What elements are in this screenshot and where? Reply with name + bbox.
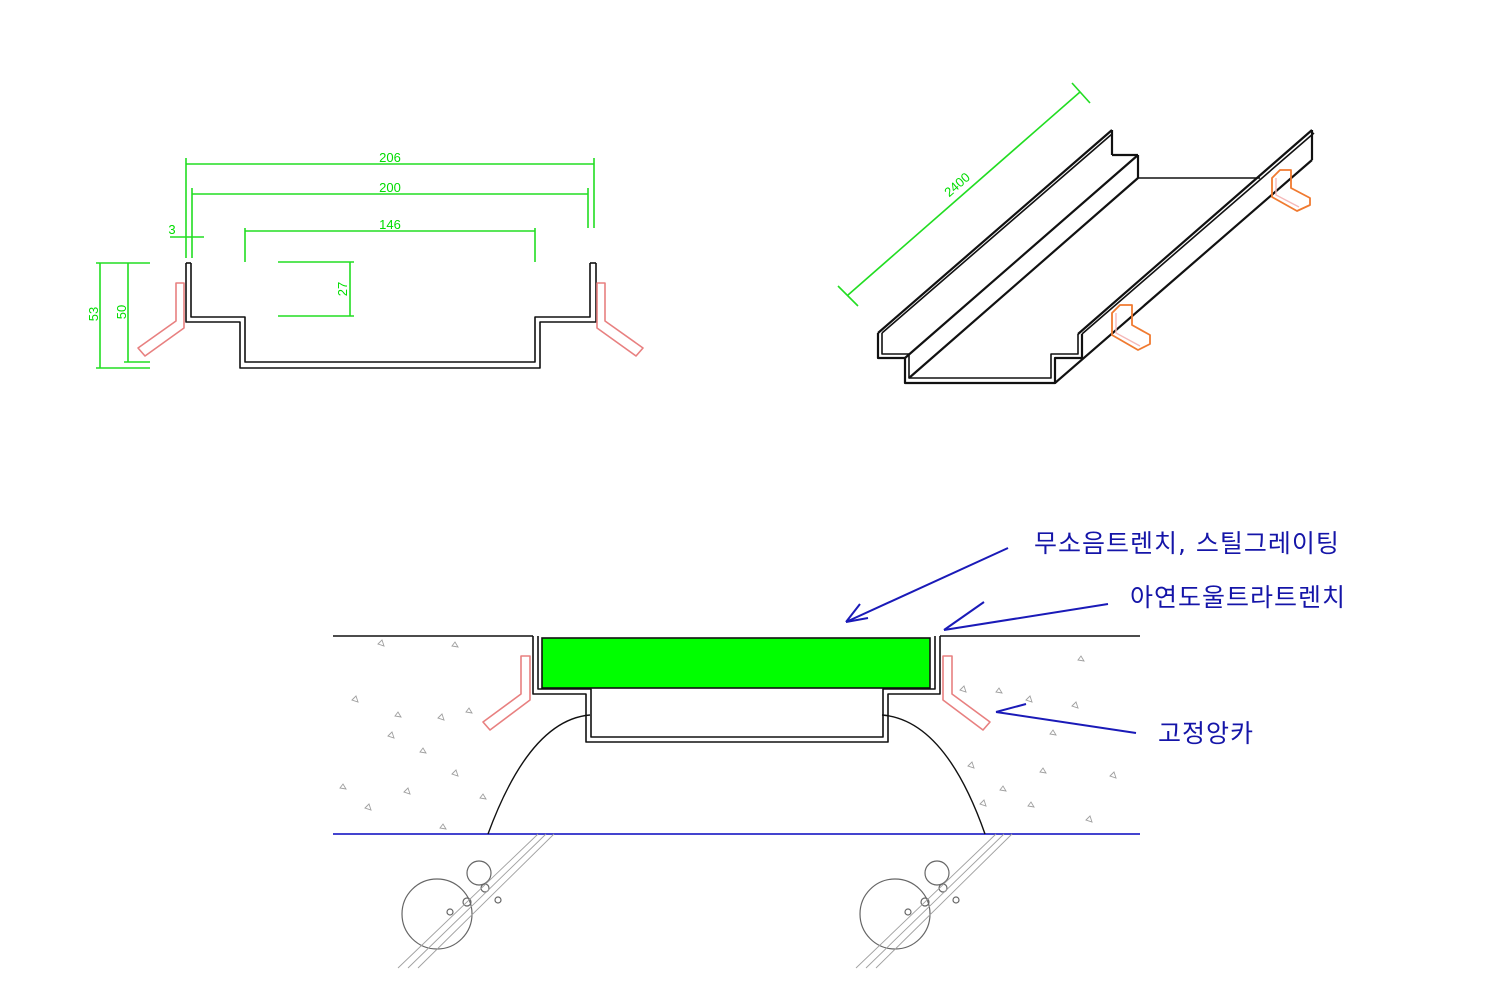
installation-view: 무소음트렌치, 스틸그레이팅 아연도울트라트렌치 고정앙카 [333,529,1346,969]
iso-anchor-front [1111,304,1151,351]
leader-trench [943,603,1109,631]
installed-trench-inner [537,636,936,738]
iso-edge-right-top-outer [1081,132,1315,335]
stone-large-left [401,878,473,950]
steel-grating [541,637,931,689]
callout-trench-label: 아연도울트라트렌치 [1130,583,1346,612]
dim-label-206: 206 [379,150,401,165]
iso-front-profile-inner [881,333,1079,379]
stone-medium-left [466,860,492,886]
stone-medium-right [924,860,950,886]
concrete-hatch [339,639,1117,830]
dim-ext-2400-end [1071,82,1091,104]
bedding-arch [487,714,986,835]
installed-anchor-right [942,655,991,731]
iso-front-profile [876,333,1084,385]
dim-label-2400: 2400 [941,169,973,199]
iso-edge-right-top [1077,129,1313,335]
dim-label-50: 50 [114,305,129,319]
leader-anchor-arrow [995,703,1027,713]
installed-anchor-left [482,655,531,731]
installed-trench-outer [532,636,941,743]
trench-profile-outer [185,263,597,369]
iso-edge-left-top-inner [881,133,1113,334]
stone-large-right [859,878,931,950]
dim-label-3: 3 [168,222,175,237]
leader-trench-arrow [943,601,985,631]
iso-edge-left-bottom [908,177,1139,379]
callout-anchor-label: 고정앙카 [1158,719,1254,748]
dim-label-146: 146 [379,217,401,232]
callout-grating-label: 무소음트렌치, 스틸그레이팅 [1034,529,1340,558]
iso-edge-left-top [877,129,1113,334]
anchor-right [596,282,644,357]
dim-line-2400 [847,91,1081,296]
anchor-left [137,282,185,357]
iso-anchor-back [1271,169,1311,212]
leader-grating [845,547,1009,623]
leader-anchor [995,711,1137,734]
cross-section-view: 206 200 3 146 27 53 50 [86,150,644,369]
trench-profile-inner [190,263,591,363]
subgrade-right [855,833,1013,969]
dim-label-53: 53 [86,307,101,321]
leader-grating-arrow [845,603,869,623]
isometric-view: 2400 [837,82,1315,385]
dim-ext-2400-start [837,285,859,307]
subgrade-left [397,833,555,969]
dim-label-27: 27 [335,282,350,296]
dim-label-200: 200 [379,180,401,195]
iso-edge-right-bottom [1054,159,1313,384]
iso-edge-left-step [904,154,1139,359]
